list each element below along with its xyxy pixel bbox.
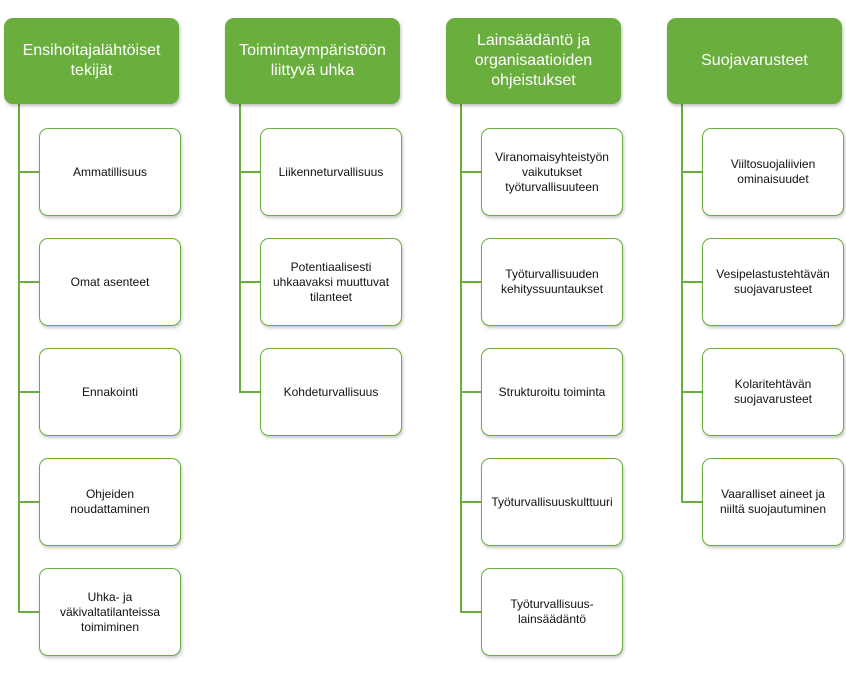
connector-horizontal-line — [681, 171, 702, 173]
category-header-label: Toimintaympäristöön liittyvä uhka — [239, 42, 386, 79]
connector-horizontal-line — [18, 611, 39, 613]
subtopic-label: Vaaralliset aineet ja niiltä suojautumin… — [719, 487, 827, 516]
connector-vertical-line — [460, 104, 462, 613]
category-header: Ensihoitajalähtöiset tekijät — [4, 18, 179, 104]
subtopic-label: Vesipelastustehtävän suojavarusteet — [716, 267, 830, 296]
subtopic-card: Omat asenteet — [39, 238, 181, 326]
subtopic-card: Työturvallisuus-lainsäädäntö — [481, 568, 623, 656]
subtopic-label: Strukturoitu toiminta — [498, 384, 606, 399]
subtopic-card: Ennakointi — [39, 348, 181, 436]
subtopic-label: Ennakointi — [81, 384, 139, 399]
category-header: Lainsäädäntö ja organisaatioiden ohjeist… — [446, 18, 621, 104]
connector-horizontal-line — [460, 171, 481, 173]
subtopic-label: Työturvallisuus-lainsäädäntö — [510, 597, 594, 626]
category-header-label: Suojavarusteet — [701, 52, 808, 69]
connector-horizontal-line — [18, 391, 39, 393]
subtopic-card: Liikenneturvallisuus — [260, 128, 402, 216]
subtopic-card: Uhka- ja väkivaltatilanteissa toimiminen — [39, 568, 181, 656]
connector-horizontal-line — [460, 281, 481, 283]
subtopic-label: Liikenneturvallisuus — [278, 164, 384, 179]
subtopic-card: Työturvallisuuskulttuuri — [481, 458, 623, 546]
subtopic-label: Ohjeiden noudattaminen — [70, 487, 150, 516]
category-header-label: Lainsäädäntö ja organisaatioiden ohjeist… — [474, 32, 593, 89]
subtopic-card: Ohjeiden noudattaminen — [39, 458, 181, 546]
subtopic-label: Työturvallisuuden kehityssuuntaukset — [500, 267, 604, 296]
connector-horizontal-line — [681, 391, 702, 393]
subtopic-card: Kohdeturvallisuus — [260, 348, 402, 436]
subtopic-label: Kolaritehtävän suojavarusteet — [733, 377, 813, 406]
subtopic-card: Viiltosuojaliivien ominaisuudet — [702, 128, 844, 216]
connector-horizontal-line — [460, 611, 481, 613]
category-header: Toimintaympäristöön liittyvä uhka — [225, 18, 400, 104]
subtopic-label: Omat asenteet — [70, 274, 150, 289]
connector-horizontal-line — [239, 391, 260, 393]
category-header-label: Ensihoitajalähtöiset tekijät — [22, 42, 161, 79]
connector-vertical-line — [18, 104, 20, 613]
subtopic-card: Strukturoitu toiminta — [481, 348, 623, 436]
subtopic-card: Kolaritehtävän suojavarusteet — [702, 348, 844, 436]
subtopic-card: Potentiaalisesti uhkaavaksi muuttuvat ti… — [260, 238, 402, 326]
connector-horizontal-line — [460, 391, 481, 393]
connector-horizontal-line — [239, 281, 260, 283]
connector-horizontal-line — [460, 501, 481, 503]
connector-horizontal-line — [681, 281, 702, 283]
connector-horizontal-line — [18, 501, 39, 503]
subtopic-card: Vaaralliset aineet ja niiltä suojautumin… — [702, 458, 844, 546]
subtopic-card: Viranomaisyhteistyön vaikutukset työturv… — [481, 128, 623, 216]
connector-horizontal-line — [239, 171, 260, 173]
category-header: Suojavarusteet — [667, 18, 842, 104]
connector-vertical-line — [239, 104, 241, 393]
subtopic-label: Ammatillisuus — [72, 164, 147, 179]
subtopic-label: Uhka- ja väkivaltatilanteissa toimiminen — [59, 589, 161, 634]
subtopic-label: Työturvallisuuskulttuuri — [491, 494, 613, 509]
connector-vertical-line — [681, 104, 683, 503]
connector-horizontal-line — [681, 501, 702, 503]
subtopic-label: Viranomaisyhteistyön vaikutukset työturv… — [495, 149, 609, 194]
connector-horizontal-line — [18, 171, 39, 173]
connector-horizontal-line — [18, 281, 39, 283]
subtopic-card: Vesipelastustehtävän suojavarusteet — [702, 238, 844, 326]
subtopic-label: Viiltosuojaliivien ominaisuudet — [730, 157, 816, 186]
subtopic-card: Työturvallisuuden kehityssuuntaukset — [481, 238, 623, 326]
subtopic-label: Kohdeturvallisuus — [283, 384, 379, 399]
subtopic-label: Potentiaalisesti uhkaavaksi muuttuvat ti… — [272, 259, 390, 304]
subtopic-card: Ammatillisuus — [39, 128, 181, 216]
